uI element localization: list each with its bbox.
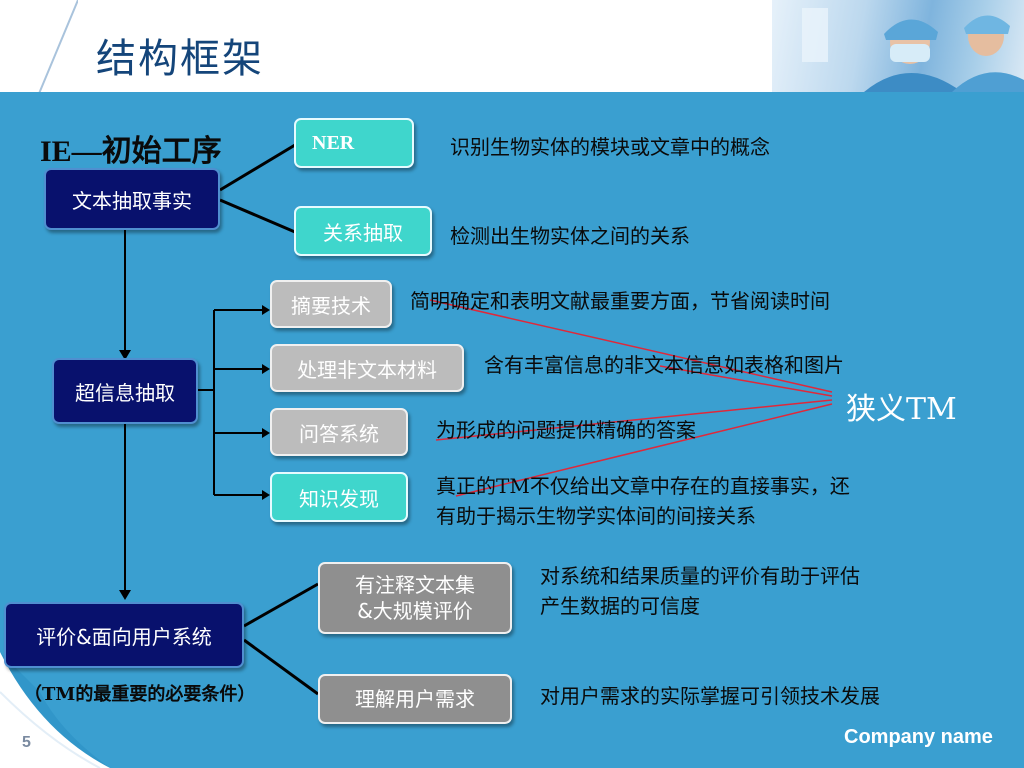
tm-condition-note: （TM的最重要的必要条件） [24,684,256,705]
company-name: Company name [844,726,993,748]
desc-relation-extraction: 检测出生物实体之间的关系 [450,224,690,248]
node-ner: NER [294,118,414,168]
desc-annotated-corpus-line2: 产生数据的可信度 [540,594,700,618]
page-title: 结构框架 [96,36,264,82]
desc-knowledge-discovery-line2: 有助于揭示生物学实体间的间接关系 [436,504,756,528]
surgeons-photo-image [802,8,1024,92]
desc-question-answering: 为形成的问题提供精确的答案 [436,418,696,442]
node-annotated-corpus-evaluation: 有注释文本集 &大规模评价 [318,562,512,634]
header-photo [772,0,1024,92]
desc-knowledge-discovery-line1: 真正的TM不仅给出文章中存在的直接事实，还 [436,474,850,498]
node-question-answering: 问答系统 [270,408,408,456]
desc-summarization: 简明确定和表明文献最重要方面，节省阅读时间 [410,289,830,313]
node-text-fact-extraction: 文本抽取事实 [44,168,220,230]
node-evaluation-user-systems: 评价&面向用户系统 [4,602,244,668]
node-knowledge-discovery: 知识发现 [270,472,408,522]
page-number: 5 [22,734,31,751]
narrow-tm-annotation: 狭义TM [846,392,957,427]
ie-heading: IE—初始工序 [40,135,222,168]
desc-annotated-corpus-line1: 对系统和结果质量的评价有助于评估 [540,564,860,588]
desc-non-text-processing: 含有丰富信息的非文本信息如表格和图片 [484,353,844,377]
node-relation-extraction: 关系抽取 [294,206,432,256]
desc-understand-user-needs: 对用户需求的实际掌握可引领技术发展 [540,684,880,708]
node-super-information-extraction: 超信息抽取 [52,358,198,424]
node-annotated-corpus-line2: &大规模评价 [357,599,473,623]
desc-ner: 识别生物实体的模块或文章中的概念 [450,135,770,159]
slide-header: 结构框架 [0,0,1024,120]
node-non-text-processing: 处理非文本材料 [270,344,464,392]
node-annotated-corpus-line1: 有注释文本集 [355,573,475,597]
node-understand-user-needs: 理解用户需求 [318,674,512,724]
node-summarization: 摘要技术 [270,280,392,328]
